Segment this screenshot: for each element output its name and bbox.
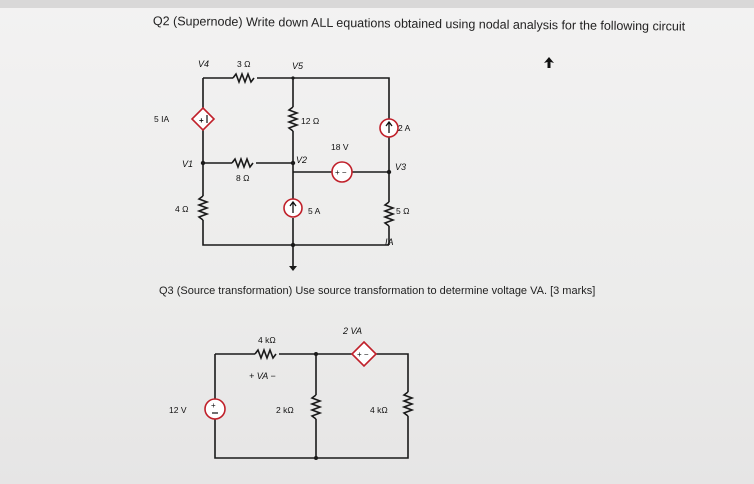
- resistor-5ohm: [382, 201, 396, 227]
- dependent-voltage-source-2va: + −: [350, 340, 378, 368]
- resistor-3ohm: [232, 71, 255, 85]
- node-label-v3: V3: [395, 162, 406, 172]
- voltage-source-18v: + −: [331, 161, 353, 183]
- dependent-current-source-5ia: +: [190, 106, 216, 132]
- question-3-text: Q3 (Source transformation) Use source tr…: [159, 285, 596, 297]
- node-label-v1: V1: [182, 159, 193, 169]
- resistor-4-label: 4 Ω: [175, 204, 188, 214]
- source-5a-label: 5 A: [308, 206, 321, 216]
- resistor-4k-label: 4 kΩ: [258, 335, 276, 345]
- resistor-4kohm: [254, 347, 277, 361]
- source-5ia-label: 5 IA: [154, 114, 169, 124]
- resistor-5-label: 5 Ω: [396, 206, 409, 216]
- current-source-2a: [379, 118, 399, 138]
- node-label-v4: V4: [198, 59, 209, 69]
- resistor-3-label: 3 Ω: [237, 59, 250, 69]
- ground-icon: [289, 266, 297, 271]
- resistor-4ohm: [196, 195, 210, 221]
- current-source-5a: [283, 198, 303, 218]
- svg-text:+: +: [199, 116, 204, 125]
- resistor-4k-right-label: 4 kΩ: [370, 405, 388, 415]
- resistor-8-label: 8 Ω: [236, 173, 249, 183]
- resistor-12-label: 12 Ω: [301, 116, 319, 126]
- current-ia-label: IA: [385, 237, 394, 247]
- node-label-v2: V2: [296, 155, 307, 165]
- node-label-v5: V5: [292, 61, 304, 71]
- source-18v-label: 18 V: [331, 142, 349, 152]
- svg-text:+: +: [211, 401, 216, 410]
- voltage-va-label: + VA −: [249, 371, 276, 381]
- source-12v-label: 12 V: [169, 405, 187, 415]
- svg-text:+ −: + −: [335, 168, 347, 177]
- resistor-12ohm: [286, 106, 300, 132]
- voltage-source-12v: +: [204, 398, 226, 420]
- resistor-2k-label: 2 kΩ: [276, 405, 294, 415]
- mouse-cursor-icon: [544, 57, 554, 68]
- source-2a-label: 2 A: [398, 123, 411, 133]
- source-2va-label: 2 VA: [342, 326, 362, 336]
- svg-text:+ −: + −: [357, 350, 369, 359]
- top-edge: [0, 0, 754, 8]
- resistor-8ohm: [231, 156, 254, 170]
